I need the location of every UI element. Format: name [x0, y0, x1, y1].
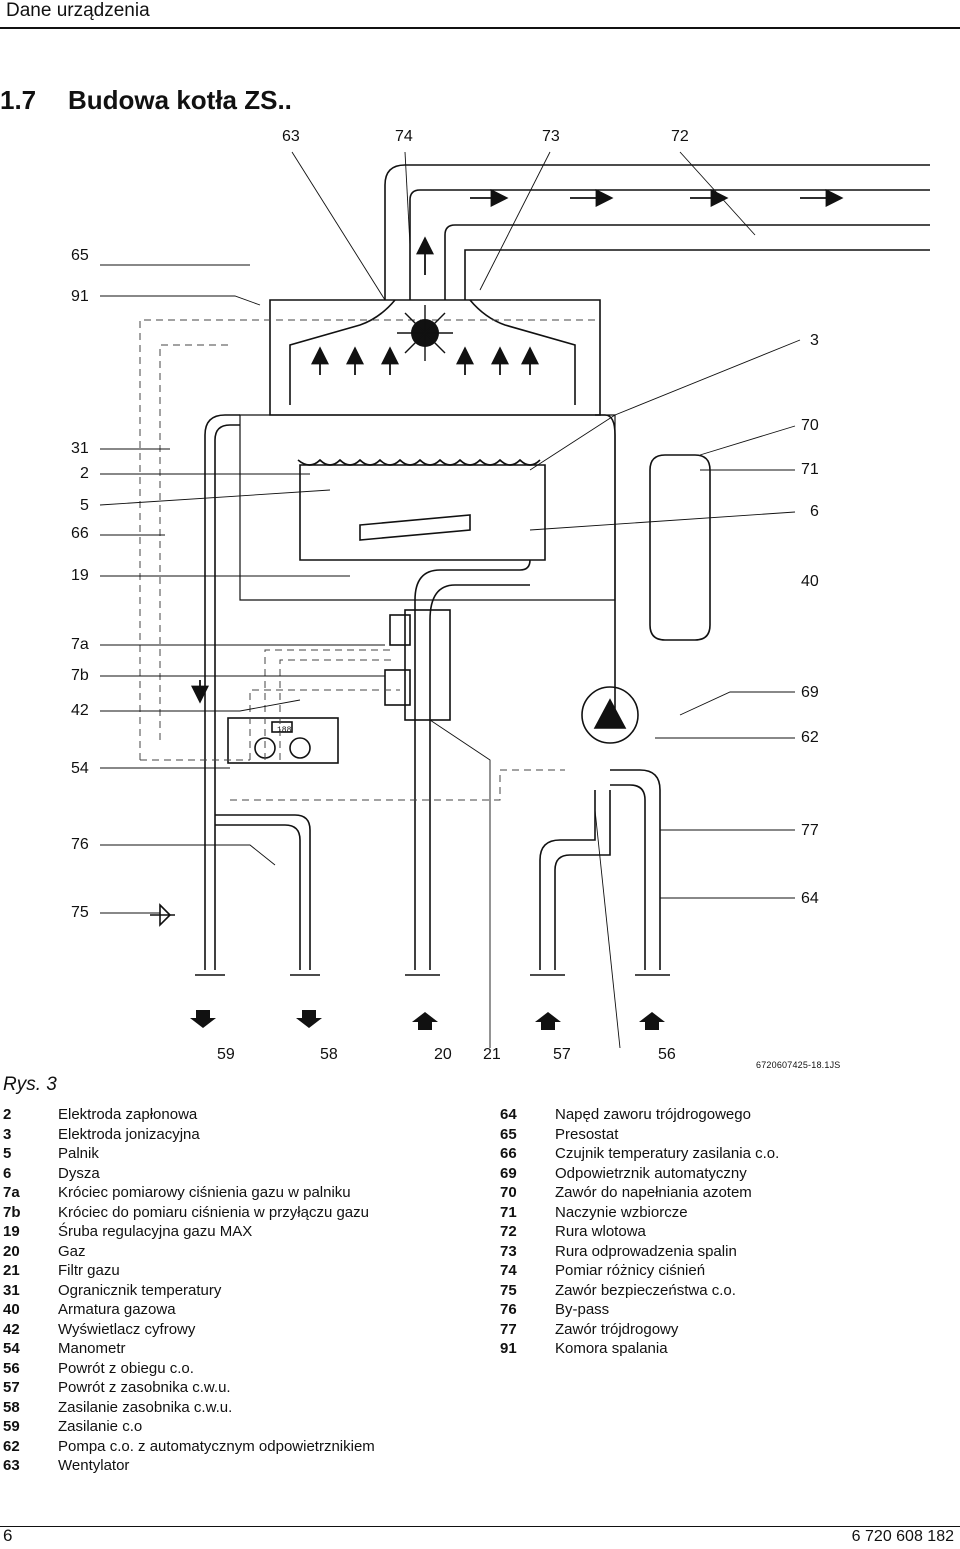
label-65: 65 — [71, 247, 89, 264]
label-54: 54 — [71, 760, 89, 777]
label-57: 57 — [553, 1046, 571, 1063]
label-74: 74 — [395, 128, 413, 145]
label-72: 72 — [671, 128, 689, 145]
page-number: 6 — [3, 1526, 13, 1545]
label-3: 3 — [810, 332, 819, 349]
label-7a: 7a — [71, 636, 89, 653]
footer-divider — [0, 1526, 960, 1527]
label-76: 76 — [71, 836, 89, 853]
label-2: 2 — [80, 465, 89, 482]
boiler-diagram: 188 — [99, 151, 930, 1049]
label-91: 91 — [71, 288, 89, 305]
header-divider — [0, 27, 960, 29]
label-56: 56 — [658, 1046, 676, 1063]
figure-code: 6720607425-18.1JS — [756, 1060, 841, 1070]
header-title: Dane urządzenia — [6, 0, 150, 21]
label-7b: 7b — [71, 667, 89, 684]
label-62: 62 — [801, 729, 819, 746]
label-21: 21 — [483, 1046, 501, 1063]
document-number: 6 720 608 182 — [851, 1528, 954, 1545]
section-title: Budowa kotła ZS.. — [68, 85, 292, 115]
label-77: 77 — [801, 822, 819, 839]
label-42: 42 — [71, 702, 89, 719]
label-58: 58 — [320, 1046, 338, 1063]
label-71: 71 — [801, 461, 819, 478]
label-19: 19 — [71, 567, 89, 584]
label-6: 6 — [810, 503, 819, 520]
section-number: 1.7 — [0, 85, 37, 115]
label-66: 66 — [71, 525, 89, 542]
label-75: 75 — [71, 904, 89, 921]
display-readout: 188 — [277, 726, 292, 735]
label-20: 20 — [434, 1046, 452, 1063]
label-63: 63 — [282, 128, 300, 145]
label-40: 40 — [801, 573, 819, 590]
label-5: 5 — [80, 497, 89, 514]
label-69: 69 — [801, 684, 819, 701]
label-31: 31 — [71, 440, 89, 457]
label-59: 59 — [217, 1046, 235, 1063]
figure-caption: Rys. 3 — [3, 1074, 57, 1095]
label-73: 73 — [542, 128, 560, 145]
label-70: 70 — [801, 417, 819, 434]
label-64: 64 — [801, 890, 819, 907]
